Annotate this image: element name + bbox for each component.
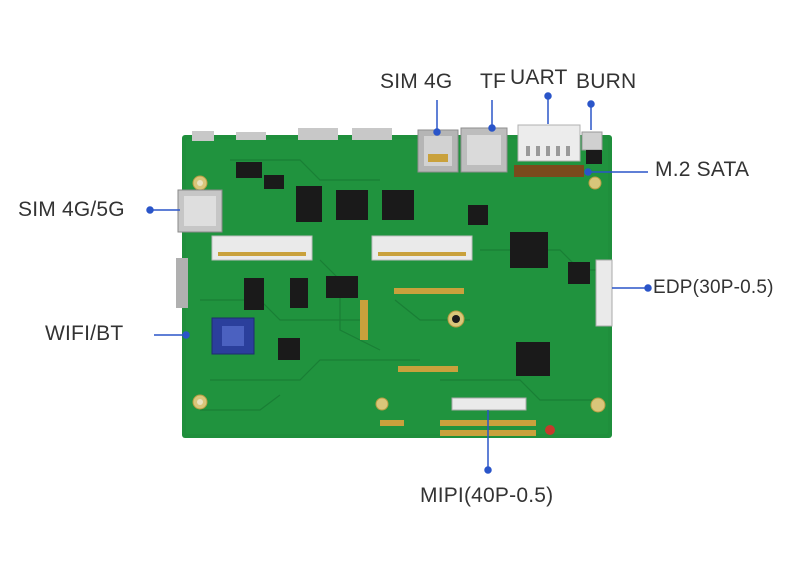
label-sim-4g5g: SIM 4G/5G (18, 198, 125, 221)
wifi-module (211, 317, 255, 355)
top-connectors (192, 128, 392, 141)
label-tf: TF (480, 70, 507, 93)
sim-4g-slot (417, 129, 459, 173)
uart-connector (517, 124, 581, 162)
label-uart: UART (510, 66, 568, 89)
label-sim-4g: SIM 4G (380, 70, 453, 93)
label-wifi-bt: WIFI/BT (45, 322, 124, 345)
pcb-board (182, 135, 612, 438)
red-led (545, 425, 555, 435)
m2-sata-connector (514, 165, 584, 177)
label-mipi: MIPI(40P-0.5) (420, 484, 554, 507)
label-burn: BURN (576, 70, 637, 93)
edp-connector (595, 259, 613, 327)
chips (236, 162, 590, 376)
mpcie-sockets (211, 235, 473, 261)
burn-button (581, 131, 603, 164)
label-edp: EDP(30P-0.5) (653, 277, 774, 298)
mipi-connector (451, 397, 527, 411)
pointer-lines (146, 92, 652, 474)
sim-4g5g-connector (176, 189, 223, 308)
label-m2-sata: M.2 SATA (655, 158, 750, 181)
tf-slot (460, 127, 508, 173)
